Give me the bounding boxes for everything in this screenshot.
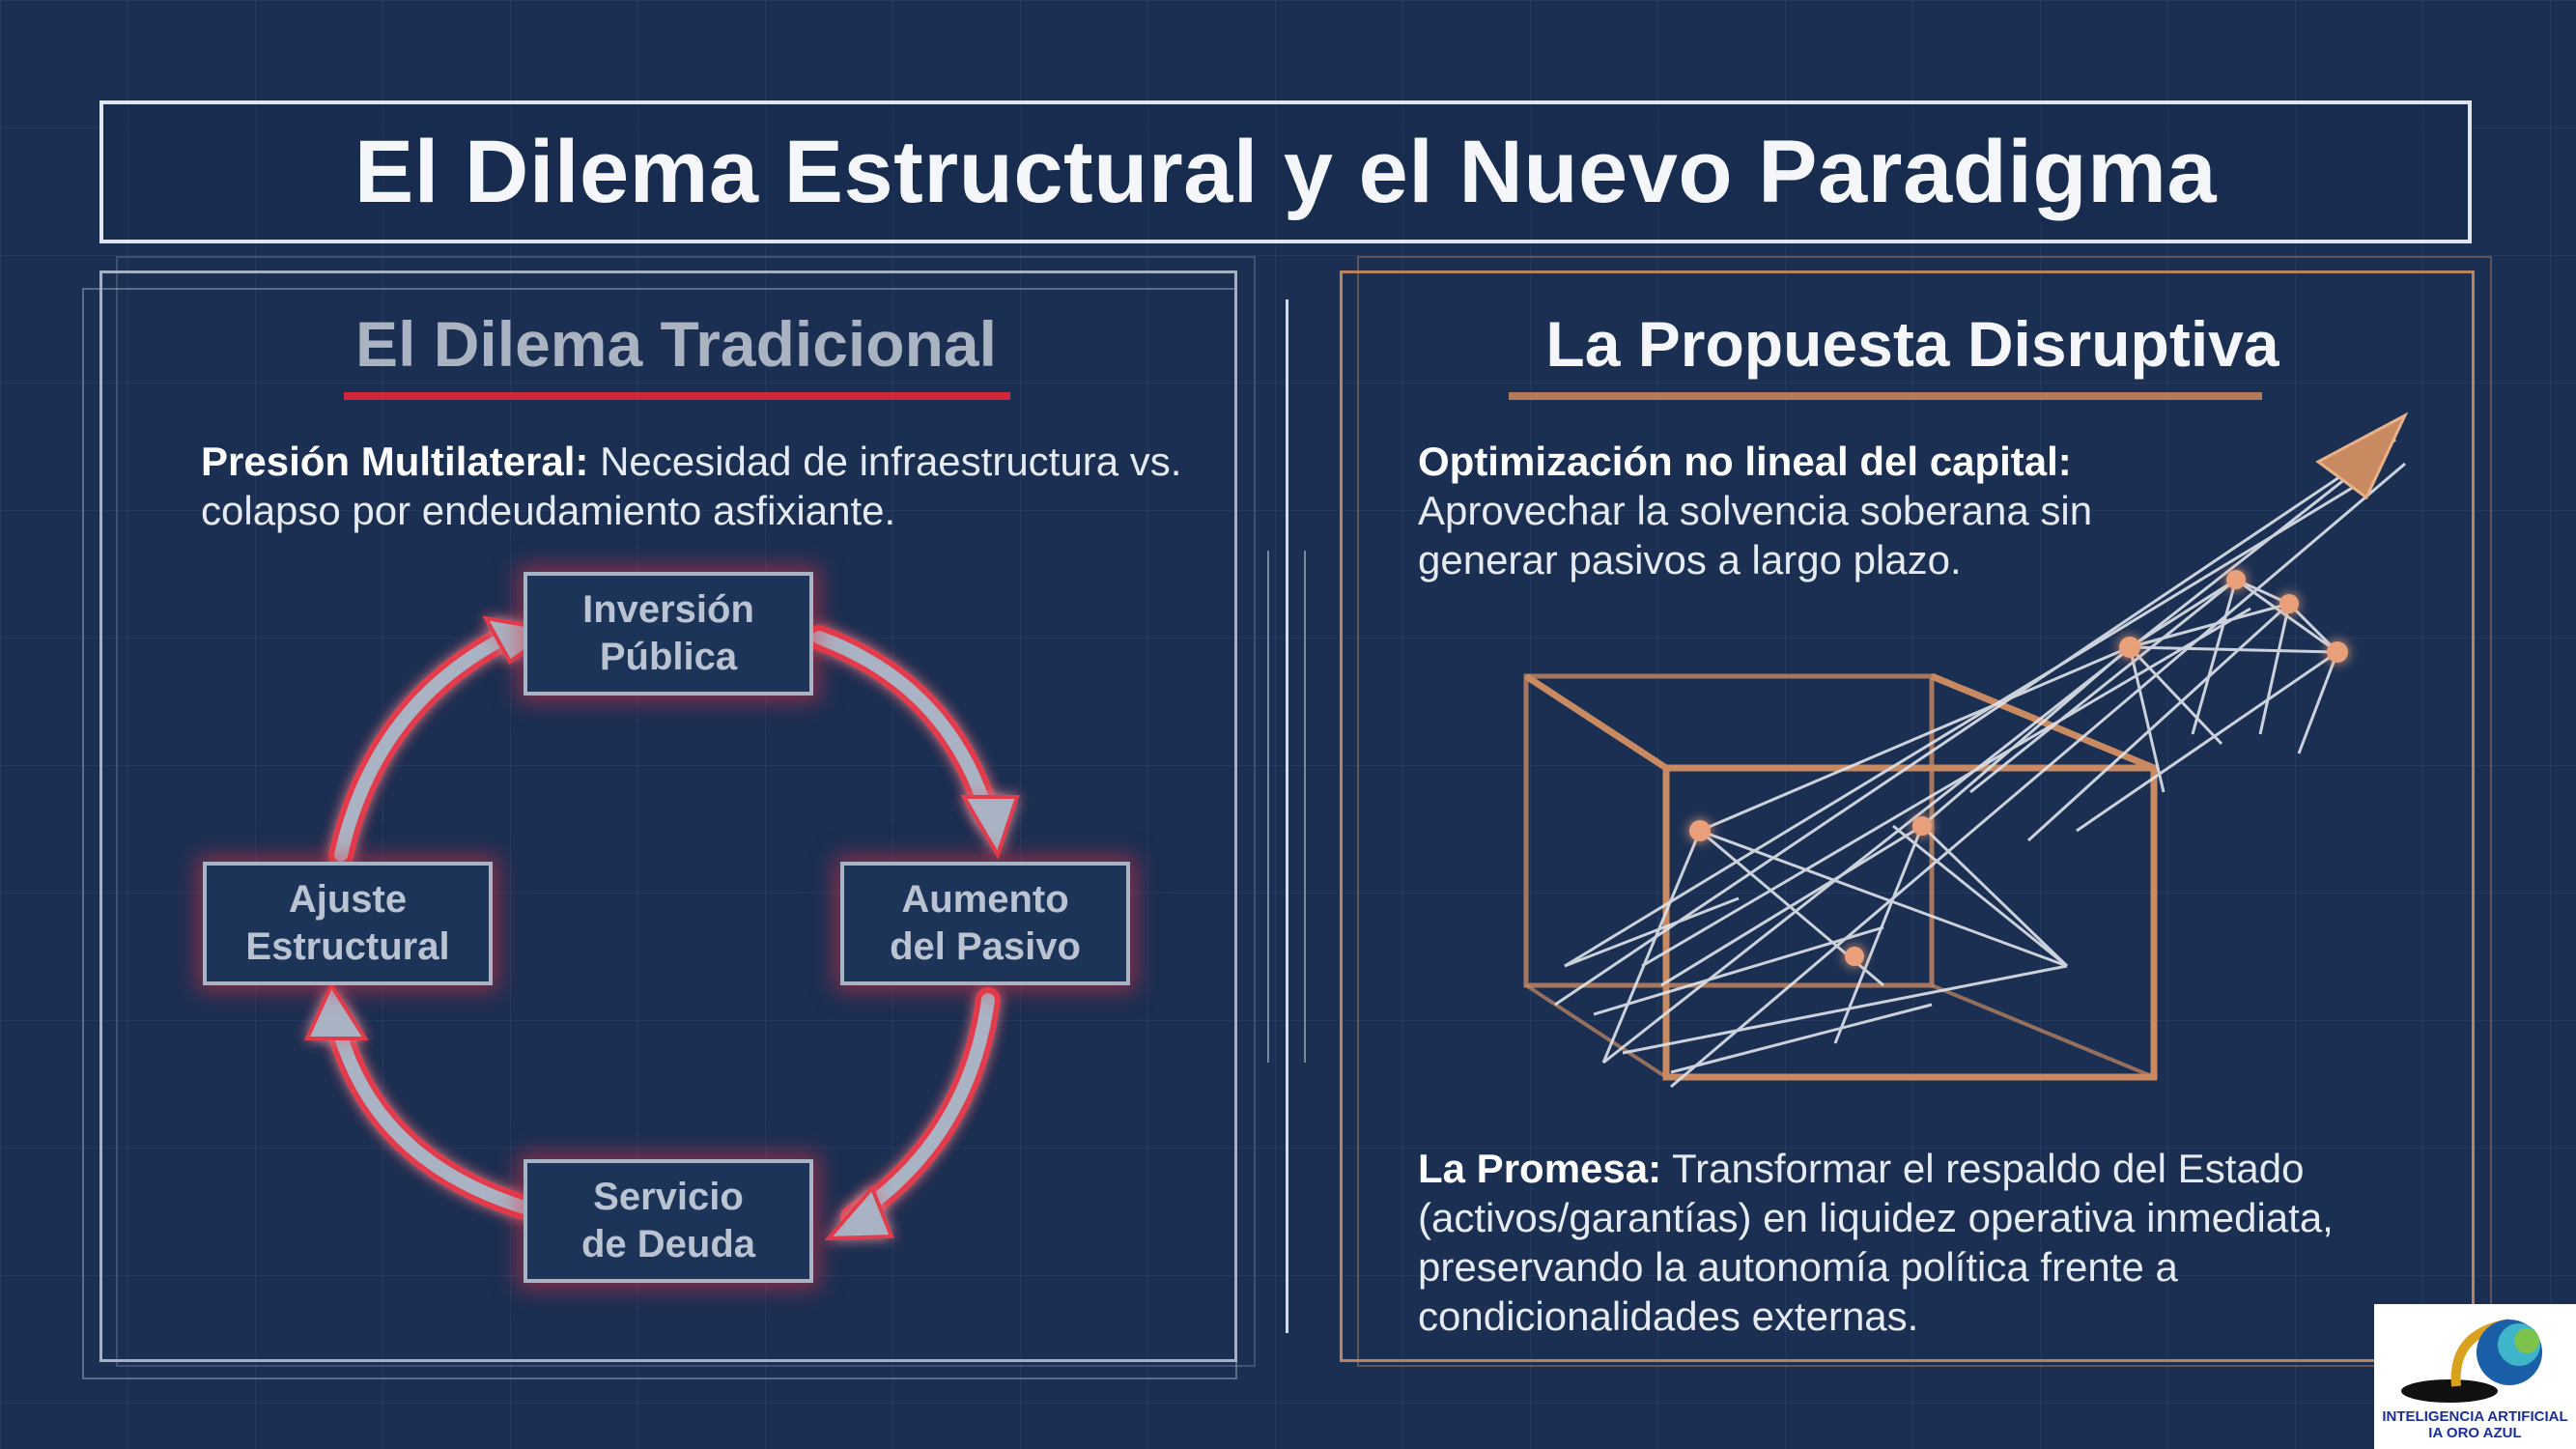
- cycle-node-servicio-de-deuda: Servicio de Deuda: [524, 1159, 813, 1283]
- promise-text: Transformar el respaldo del Estado (acti…: [1418, 1146, 2334, 1339]
- left-intro-label: Presión Multilateral:: [201, 439, 589, 484]
- right-intro-text: Aprovechar la solvencia soberana sin gen…: [1418, 488, 2093, 582]
- node-label-line2: Pública: [599, 636, 738, 678]
- arrow-aumento-to-servicio: [840, 987, 1001, 1230]
- node-label-line2: Estructural: [245, 925, 450, 968]
- arrowhead-aumento: [960, 795, 1020, 860]
- center-divider: [1286, 299, 1288, 1333]
- right-heading-underline: [1509, 392, 2262, 400]
- node-label-line2: de Deuda: [580, 1223, 756, 1265]
- logo-line1: INTELIGENCIA ARTIFICIAL: [2382, 1408, 2568, 1425]
- arrow-ajuste-to-inversion: [328, 625, 518, 867]
- title-box: El Dilema Estructural y el Nuevo Paradig…: [99, 100, 2472, 243]
- page-title: El Dilema Estructural y el Nuevo Paradig…: [354, 122, 2218, 221]
- arrow-servicio-to-ajuste: [324, 1007, 537, 1220]
- node-label-line1: Servicio: [593, 1176, 744, 1218]
- ia-oro-azul-logo: INTELIGENCIA ARTIFICIAL IA ORO AZUL: [2374, 1304, 2576, 1449]
- node-label-line1: Aumento: [901, 878, 1069, 921]
- center-divider-left-line: [1267, 551, 1269, 1063]
- left-panel-frame-outer: [116, 256, 1256, 1367]
- left-heading: El Dilema Tradicional: [355, 308, 997, 380]
- right-intro: Optimización no lineal del capital: Apro…: [1418, 437, 2191, 584]
- arrow-inversion-to-aumento: [807, 625, 1001, 829]
- promise-paragraph: La Promesa: Transformar el respaldo del …: [1418, 1144, 2422, 1341]
- right-heading: La Propuesta Disruptiva: [1545, 308, 2279, 380]
- truss-structure-illustration: [1523, 412, 2409, 1089]
- center-divider-right-line: [1304, 551, 1306, 1063]
- arrowhead-ajuste: [303, 980, 369, 1040]
- promise-label: La Promesa:: [1418, 1146, 1662, 1191]
- logo-mark-icon: [2401, 1319, 2542, 1403]
- right-panel: [1340, 270, 2475, 1362]
- truss-arrowhead: [2315, 412, 2409, 500]
- right-panel-frame-offset: [1357, 256, 2492, 1367]
- node-label-line1: Ajuste: [288, 878, 408, 921]
- truss-beams: [1554, 438, 2406, 1089]
- truss-nodes: [1689, 570, 2348, 966]
- logo-line2: IA ORO AZUL: [2428, 1425, 2522, 1441]
- logo-text: INTELIGENCIA ARTIFICIAL IA ORO AZUL: [2374, 1408, 2576, 1441]
- arrowhead-servicio: [824, 1184, 894, 1241]
- debt-cycle-arrows: [303, 615, 1020, 1241]
- left-heading-underline: [344, 392, 1010, 400]
- left-intro: Presión Multilateral: Necesidad de infra…: [201, 437, 1215, 535]
- left-intro-text: Necesidad de infraestructura vs. colapso…: [201, 439, 1182, 533]
- node-label-line1: Inversión: [582, 588, 754, 631]
- right-intro-label: Optimización no lineal del capital:: [1418, 439, 2072, 484]
- left-panel: [99, 270, 1237, 1362]
- node-label-line2: del Pasivo: [890, 925, 1081, 968]
